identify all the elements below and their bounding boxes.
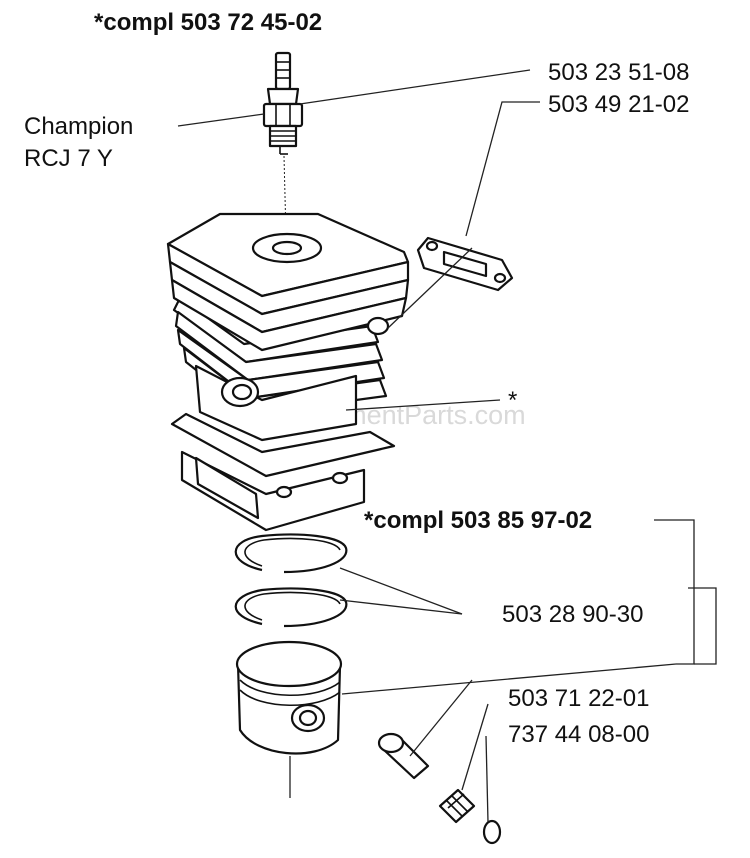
- assembly-piston-label: *compl 503 85 97-02: [364, 507, 592, 534]
- cylinder-marker-label: *: [508, 387, 517, 414]
- circlip-part-label: 737 44 08-00: [508, 721, 649, 748]
- exhaust-gasket-illustration: [416, 236, 514, 292]
- spark-plug-illustration: [262, 51, 304, 237]
- assembly-top-label: *compl 503 72 45-02: [94, 9, 322, 36]
- piston-pin-illustration: [377, 732, 430, 780]
- piston-illustration: [235, 640, 343, 798]
- spark-plug-brand-label: Champion: [24, 113, 133, 140]
- cylinder-illustration: [166, 212, 410, 532]
- circlip-illustration: [482, 819, 502, 845]
- needle-bearing-illustration: [438, 788, 476, 824]
- piston-rings-illustration: [234, 533, 348, 628]
- leader-lines: [177, 69, 717, 823]
- spark-plug-model-label: RCJ 7 Y: [24, 145, 113, 172]
- piston-ring-part-label: 503 28 90-30: [502, 601, 643, 628]
- piston-pin-part-label: 503 71 22-01: [508, 685, 649, 712]
- spark-plug-part-label: 503 23 51-08: [548, 59, 689, 86]
- gasket-part-label: 503 49 21-02: [548, 91, 689, 118]
